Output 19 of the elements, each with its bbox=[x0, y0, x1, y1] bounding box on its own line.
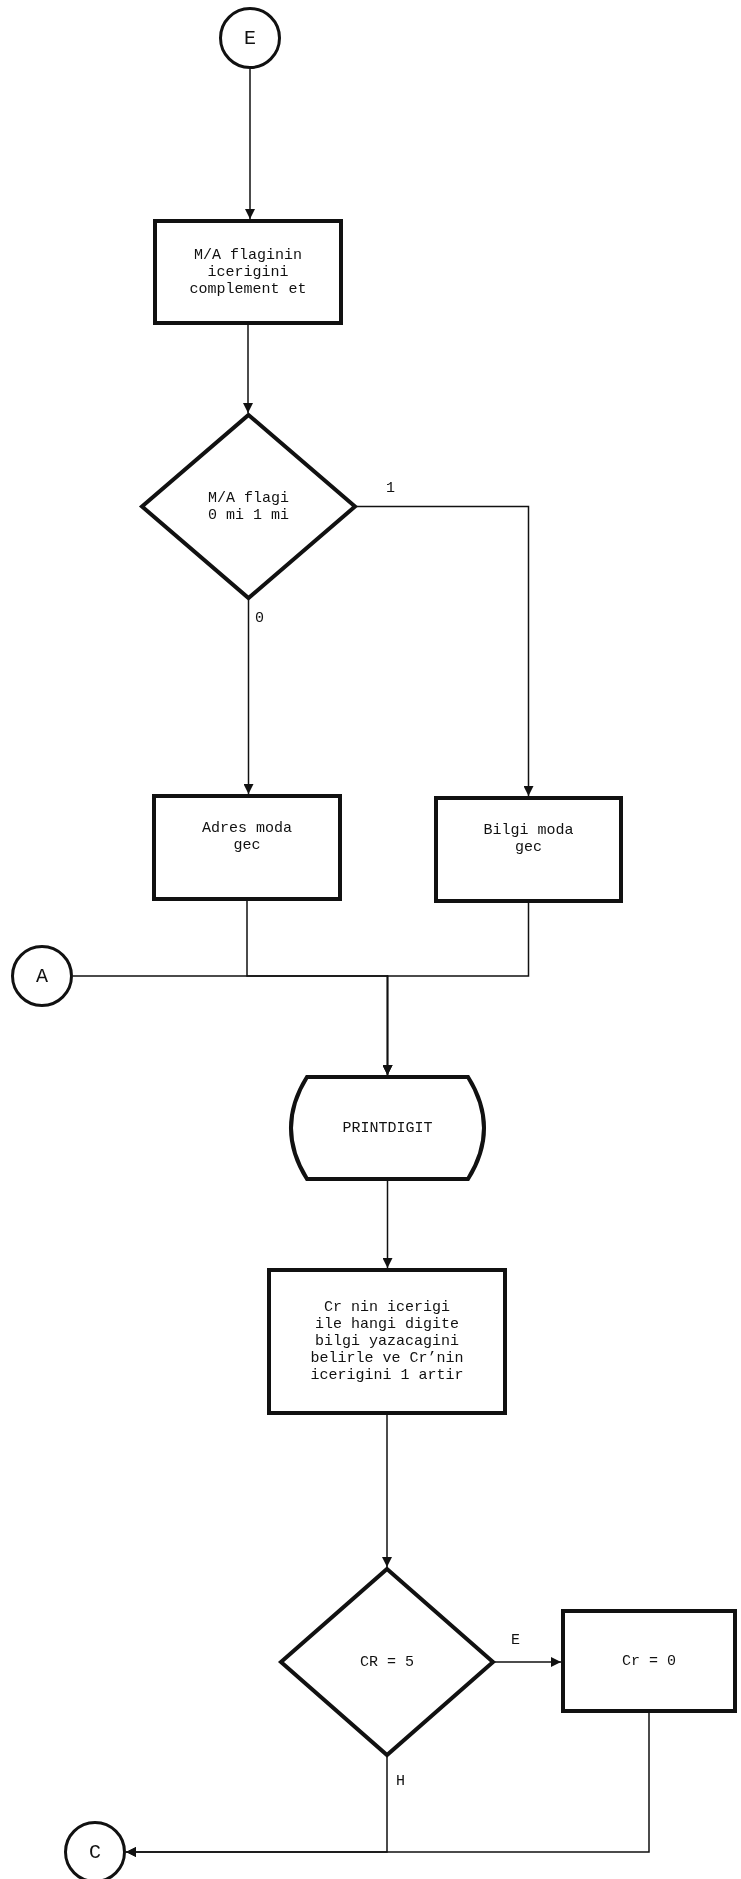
connector-circle: A bbox=[11, 945, 73, 1007]
connector-circle: C bbox=[64, 1821, 126, 1879]
process-box: M/A flaginin icerigini complement et bbox=[153, 219, 343, 325]
connector-circle: E bbox=[219, 7, 281, 69]
arrow bbox=[245, 68, 255, 220]
arrow bbox=[125, 1712, 650, 1857]
process-box: Cr nin icerigi ile hangi digite bilgi yazacagini belirle ve Cr’nin icerigini 1 artir bbox=[267, 1268, 507, 1415]
process-box: Cr = 0 bbox=[561, 1609, 737, 1713]
arrow bbox=[356, 505, 534, 797]
decision-diamond: M/A flagi 0 mi 1 mi bbox=[140, 413, 357, 600]
arrow bbox=[243, 599, 254, 795]
arrow bbox=[382, 1180, 393, 1269]
decision-diamond: CR = 5 bbox=[279, 1567, 495, 1757]
arrow bbox=[243, 324, 253, 414]
process-box: Bilgi moda gec bbox=[434, 796, 623, 903]
arrow bbox=[382, 1414, 392, 1568]
process-box: Adres moda gec bbox=[152, 794, 342, 901]
arrow bbox=[72, 975, 393, 1076]
arrow bbox=[494, 1657, 562, 1667]
